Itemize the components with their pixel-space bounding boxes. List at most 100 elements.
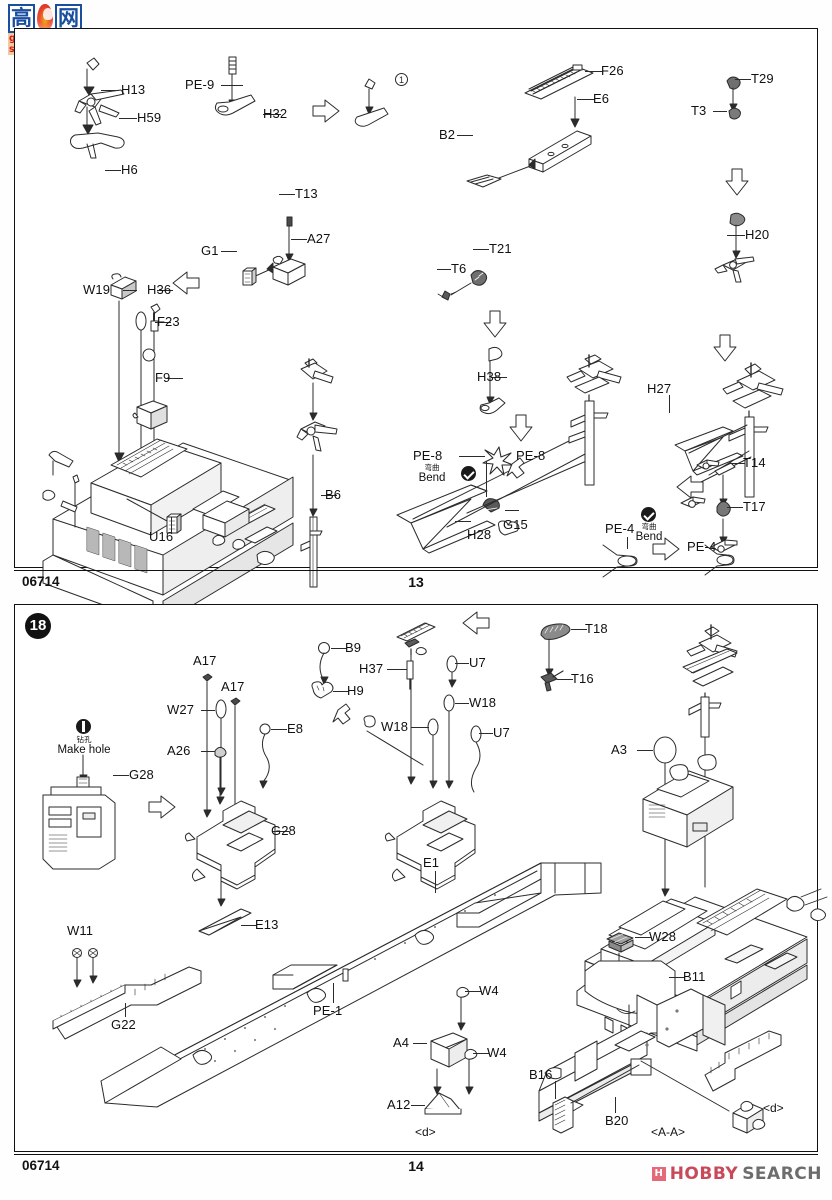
label-t18: T18 <box>585 621 608 636</box>
label-b11: B11 <box>683 969 706 984</box>
leader-t3 <box>713 111 727 112</box>
label-h27: H27 <box>647 381 672 396</box>
label-t14: T14 <box>743 455 766 470</box>
leader-pe8a <box>459 456 485 457</box>
label-w19: W19 <box>83 282 111 297</box>
leader-w18a <box>455 703 469 704</box>
leader-g28-ref <box>113 775 129 776</box>
view-tag-aa: <A-A> <box>651 1125 686 1139</box>
label-f9: F9 <box>155 370 171 385</box>
label-e13: E13 <box>255 917 279 932</box>
leader-h32 <box>263 114 281 115</box>
leader-u7b <box>479 733 493 734</box>
label-pe4-a: PE-4 <box>605 521 635 536</box>
bend-note-1: 弯曲 Bend <box>409 463 455 485</box>
label-b2: B2 <box>439 127 456 142</box>
label-a26: A26 <box>167 743 191 758</box>
leader-h9 <box>333 691 349 692</box>
label-a12: A12 <box>387 1097 411 1112</box>
leader-b2 <box>457 135 473 136</box>
leader-e13 <box>241 925 257 926</box>
leader-b9 <box>331 648 347 649</box>
label-u7-2: U7 <box>493 725 510 740</box>
bend-note-1-cn: 弯曲 <box>424 463 440 472</box>
hobby-search-logo: H HOBBY SEARCH <box>651 1164 822 1184</box>
leader-pe9 <box>221 85 243 86</box>
leader-a4 <box>413 1043 427 1044</box>
label-h37: H37 <box>359 661 384 676</box>
leader-w4a <box>465 991 481 992</box>
leader-b20 <box>615 1097 616 1113</box>
label-h59: H59 <box>137 110 162 125</box>
label-a4: A4 <box>393 1035 410 1050</box>
leader-b11 <box>669 977 685 978</box>
hobby-search-word-hobby: HOBBY <box>669 1164 739 1184</box>
page-panel-13: 1 H13 H59 H6 PE-9 H32 F26 E6 B2 T29 T3 T… <box>14 28 818 624</box>
leader-g15 <box>505 510 519 511</box>
leader-h6 <box>105 170 121 171</box>
leader-w28 <box>635 937 651 938</box>
leader-a27 <box>291 239 307 240</box>
leader-w19 <box>123 290 137 291</box>
view-tag-d-left: <d> <box>415 1125 436 1139</box>
leader-h27 <box>669 395 670 413</box>
label-h28: H28 <box>467 527 492 542</box>
leader-h20 <box>727 235 745 236</box>
leader-t18 <box>571 629 587 630</box>
leader-b16 <box>555 1081 556 1099</box>
label-g15: G15 <box>503 517 528 532</box>
label-g22: G22 <box>111 1017 136 1032</box>
make-hole-icon <box>76 719 91 734</box>
page-footer-14: 06714 14 <box>14 1154 818 1180</box>
leader-pe1 <box>333 983 334 1003</box>
label-g28-ref: G28 <box>129 767 154 782</box>
label-a27: A27 <box>307 231 331 246</box>
label-a17-1: A17 <box>193 653 217 668</box>
leader-e1 <box>435 871 436 893</box>
label-u16: U16 <box>149 529 174 544</box>
label-b6: B6 <box>325 487 342 502</box>
label-t6: T6 <box>451 261 467 276</box>
view-tag-d-right: <d> <box>763 1101 784 1115</box>
leader-w18b <box>411 727 429 728</box>
leader-g28b <box>273 831 289 832</box>
label-h13: H13 <box>121 82 146 97</box>
leader-b6 <box>321 495 337 496</box>
label-u7-1: U7 <box>469 655 486 670</box>
leader-t17 <box>727 507 743 508</box>
leader-f26 <box>585 71 603 72</box>
label-f23: F23 <box>157 314 180 329</box>
leader-h28 <box>455 521 471 522</box>
flame-icon <box>37 4 53 30</box>
leader-t14 <box>729 463 745 464</box>
leader-e8 <box>271 729 287 730</box>
make-hole-note-en: Make hole <box>57 744 111 756</box>
label-t17: T17 <box>743 499 766 514</box>
footer-page-number-13: 13 <box>408 574 424 590</box>
make-hole-note-cn: 钻孔 <box>76 735 92 744</box>
leader-t29 <box>735 79 751 80</box>
label-b16: B16 <box>529 1067 553 1082</box>
label-f26: F26 <box>601 63 624 78</box>
label-w4-2: W4 <box>487 1045 507 1060</box>
label-w11: W11 <box>67 923 94 938</box>
page-footer-13: 06714 13 <box>14 570 818 596</box>
leader-h38 <box>491 377 507 378</box>
label-h32: H32 <box>263 106 288 121</box>
leader-h36 <box>157 290 173 291</box>
leader-pe8b <box>486 461 487 497</box>
label-a3: A3 <box>611 742 628 757</box>
leader-a26 <box>201 751 215 752</box>
label-pe4-b: PE-4 <box>687 539 717 554</box>
leader-h37 <box>387 669 407 670</box>
label-h38: H38 <box>477 369 502 384</box>
label-b20: B20 <box>605 1113 629 1128</box>
leader-w27 <box>201 710 215 711</box>
leader-g22 <box>125 1003 126 1017</box>
label-w28: W28 <box>649 929 677 944</box>
label-b9: B9 <box>345 640 362 655</box>
leader-w4b <box>473 1053 489 1054</box>
label-w18-1: W18 <box>469 695 497 710</box>
label-e6: E6 <box>593 91 610 106</box>
leader-f23 <box>155 322 171 323</box>
